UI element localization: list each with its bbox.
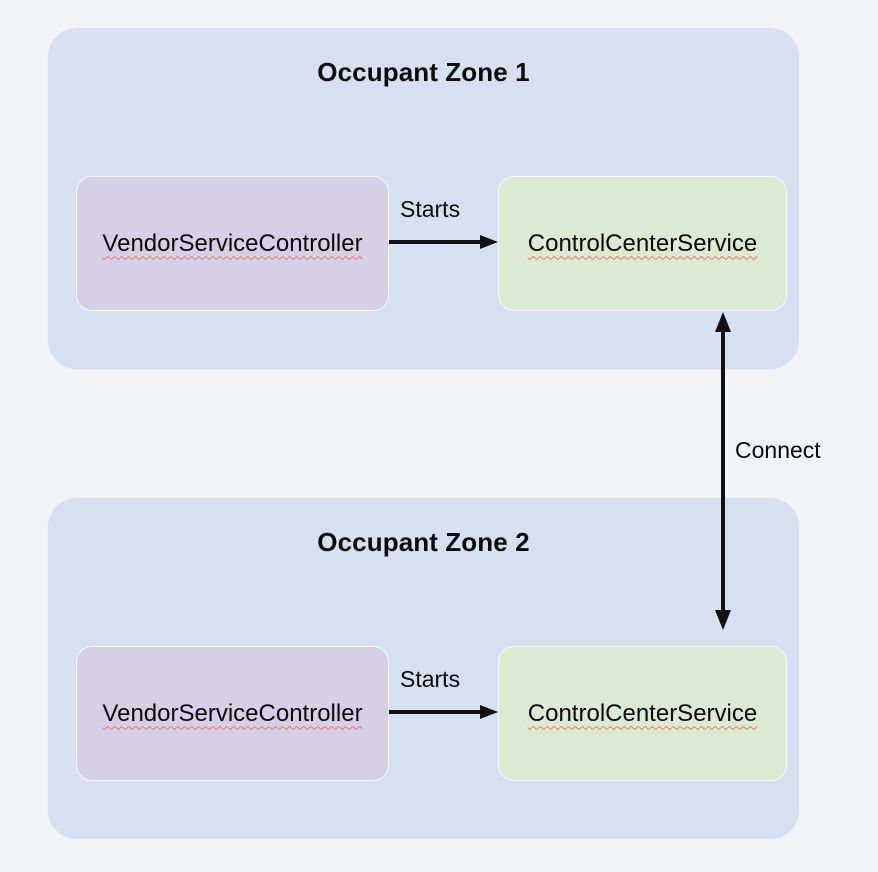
occupant-zone-2-container: Occupant Zone 2 VendorServiceController …	[47, 497, 800, 840]
zone-2-control-center-service-label: ControlCenterService	[527, 699, 758, 727]
arrow-head-down-icon	[715, 610, 731, 630]
occupant-zone-1-container: Occupant Zone 1 VendorServiceController …	[47, 27, 800, 370]
zone-1-vendor-service-controller-node[interactable]: VendorServiceController	[76, 176, 389, 311]
zone-2-control-center-service-node[interactable]: ControlCenterService	[498, 646, 787, 781]
arrow-head-right-icon	[480, 235, 498, 249]
zone-1-starts-arrow-icon	[389, 235, 498, 249]
arrow-shaft	[389, 710, 482, 714]
zone-1-title: Occupant Zone 1	[317, 57, 530, 87]
zone-2-starts-arrow-icon	[389, 705, 498, 719]
zone-1-starts-edge-label: Starts	[400, 196, 461, 222]
zone-2-vendor-service-controller-label: VendorServiceController	[102, 699, 363, 727]
arrow-head-up-icon	[715, 312, 731, 332]
arrow-shaft	[721, 328, 725, 614]
zone-1-vendor-service-controller-label: VendorServiceController	[102, 229, 363, 257]
arrow-head-right-icon	[480, 705, 498, 719]
connect-bidirectional-arrow-icon	[715, 312, 731, 630]
arrow-shaft	[389, 240, 482, 244]
zone-1-control-center-service-node[interactable]: ControlCenterService	[498, 176, 787, 311]
zone-2-starts-edge-label: Starts	[400, 666, 461, 692]
zone-1-control-center-service-label: ControlCenterService	[527, 229, 758, 257]
zone-2-title: Occupant Zone 2	[317, 527, 530, 557]
zone-2-vendor-service-controller-node[interactable]: VendorServiceController	[76, 646, 389, 781]
connect-edge-label: Connect	[735, 437, 821, 463]
